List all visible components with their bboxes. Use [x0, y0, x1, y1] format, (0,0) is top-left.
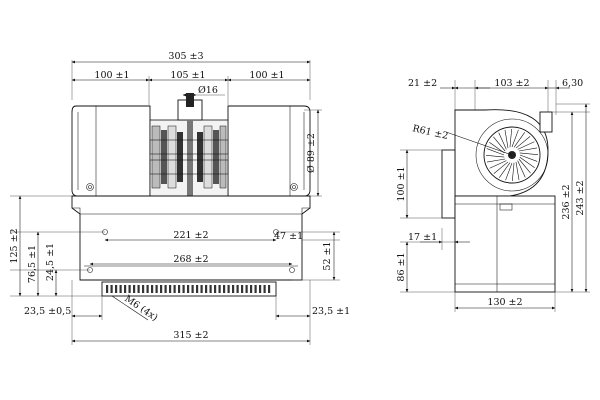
- dim-100-side: 100 ±1: [396, 166, 407, 201]
- side-plate: [441, 149, 456, 219]
- dim-103: 103 ±2: [494, 78, 529, 89]
- right-fan-housing: [227, 105, 311, 197]
- dim-52: 52 ±1: [322, 241, 333, 270]
- dim-105: 105 ±1: [170, 70, 205, 81]
- dim-21: 21 ±2: [408, 78, 437, 89]
- dim-housing-dia: Ø 89 ±2: [306, 133, 317, 173]
- dim-221: 221 ±2: [173, 230, 208, 241]
- dim-125: 125 ±2: [9, 228, 20, 263]
- dim-86: 86 ±1: [396, 252, 407, 281]
- dim-243: 243 ±2: [575, 180, 586, 215]
- shaft-icon: [186, 93, 194, 107]
- dim-23-5-left: 23,5 ±0,5: [24, 306, 71, 317]
- dim-47: 47 ±1: [274, 231, 303, 242]
- dim-23-5-right: 23,5 ±1: [312, 306, 350, 317]
- thread-callout: M6 (4x): [122, 293, 159, 323]
- dim-shaft-dia: Ø16: [198, 85, 218, 96]
- dim-236: 236 ±2: [561, 184, 572, 219]
- front-view: 305 ±3 100 ±1 105 ±1 100 ±1 Ø16: [9, 51, 350, 345]
- dim-315: 315 ±2: [173, 330, 208, 341]
- impeller-blades: [485, 128, 539, 182]
- dim-100-left: 100 ±1: [94, 70, 129, 81]
- motor-housing-side: [454, 195, 556, 293]
- mounting-hole-icon: [289, 267, 295, 273]
- dim-r61: R61 ±2: [411, 123, 449, 142]
- dim-24-5: 24,5 ±1: [45, 243, 56, 281]
- dim-268: 268 ±2: [173, 254, 208, 265]
- dim-100-right: 100 ±1: [249, 70, 284, 81]
- dim-130: 130 ±2: [487, 297, 522, 308]
- side-view: 21 ±2 103 ±2 6,30 R61 ±2 100 ±1 17: [396, 78, 590, 312]
- dim-17: 17 ±1: [408, 232, 437, 243]
- outlet-flange: [539, 111, 553, 133]
- left-fan-housing: [71, 105, 151, 197]
- motor-fins: [151, 125, 227, 189]
- dim-6-30: 6,30: [562, 78, 583, 89]
- dim-76-5: 76,5 ±1: [27, 245, 38, 283]
- housing-bolt-icon: [290, 183, 298, 191]
- dim-305: 305 ±3: [168, 51, 203, 62]
- housing-bolt-icon: [86, 183, 94, 191]
- grille-teeth: [106, 285, 271, 293]
